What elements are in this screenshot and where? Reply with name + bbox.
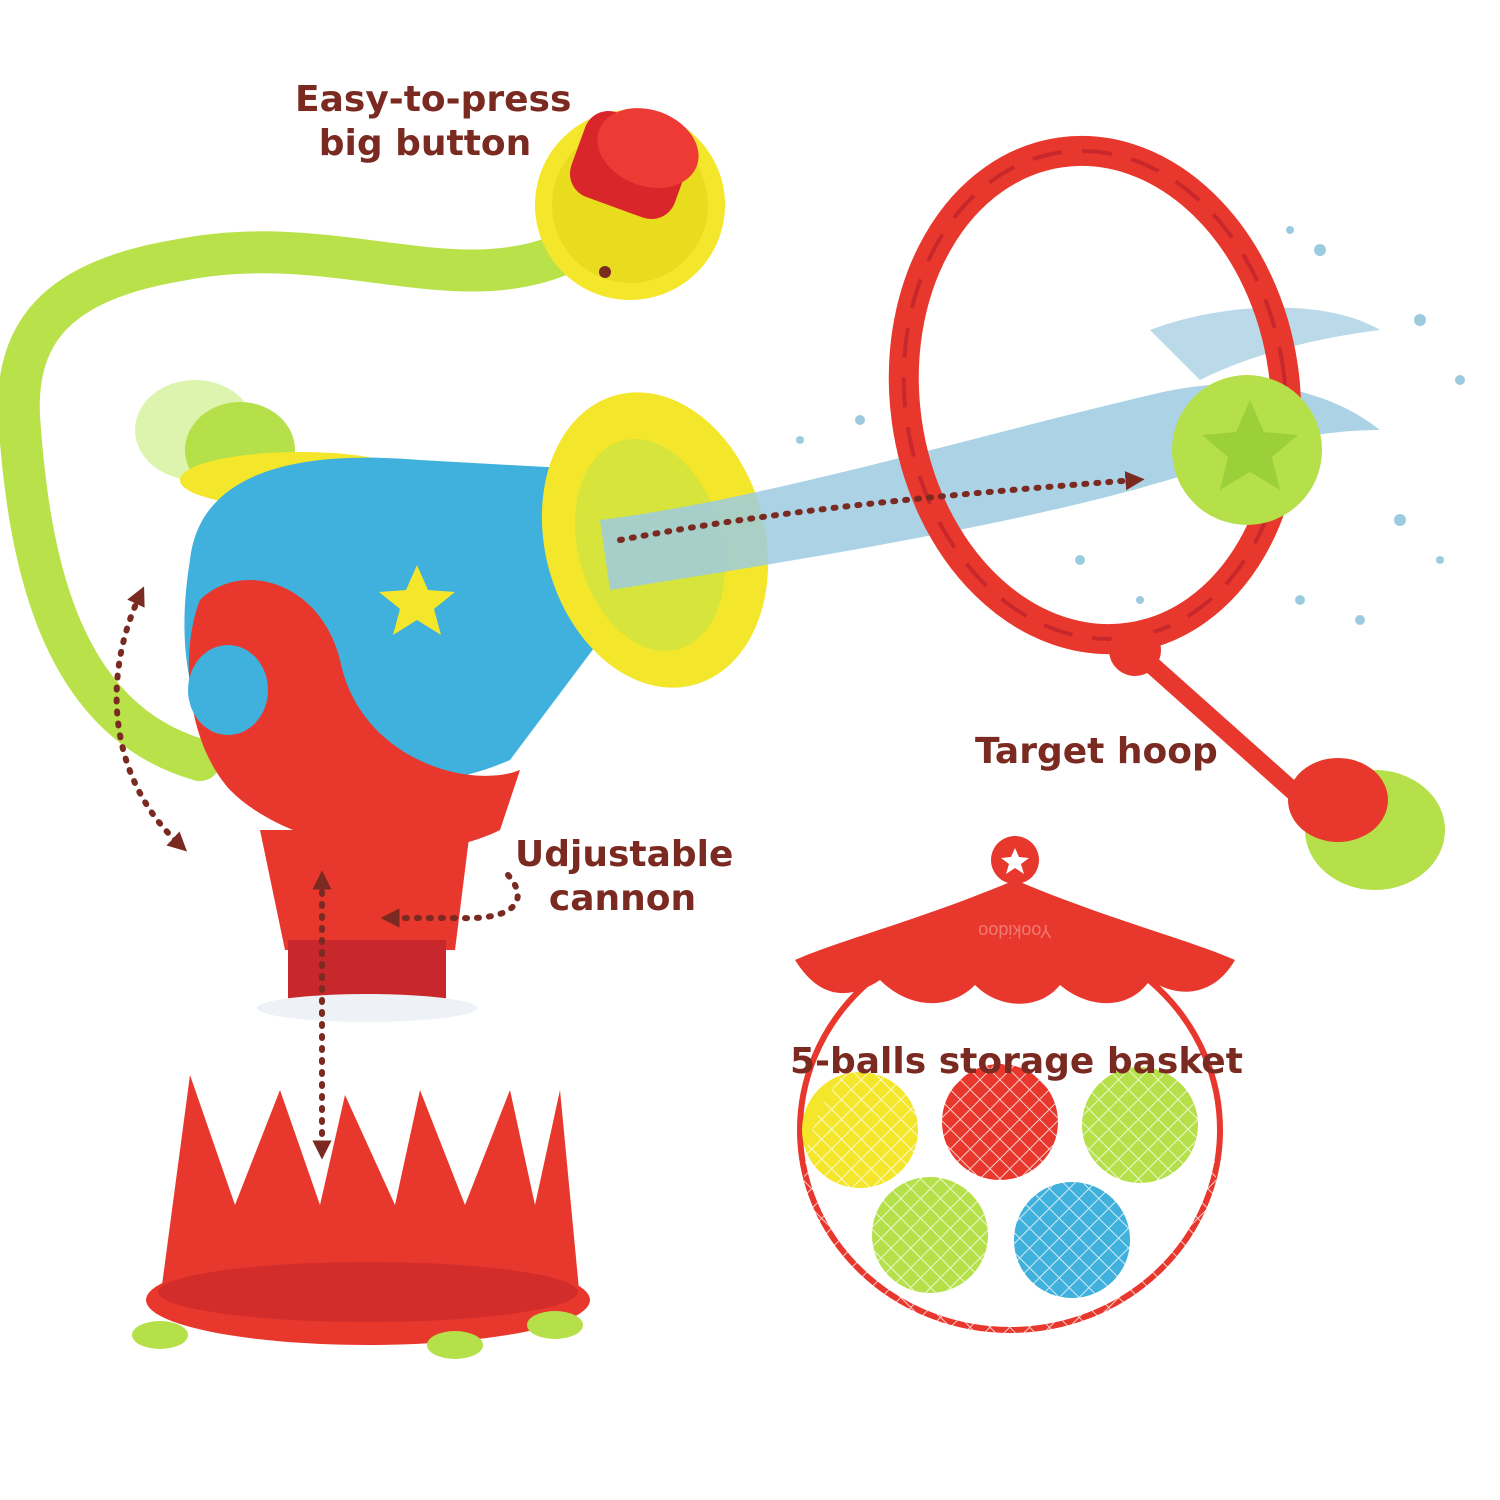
- button-label: Easy-to-press big button: [295, 79, 572, 164]
- cannon-stand: [132, 1075, 590, 1359]
- cannon-label: Udjustable cannon: [515, 834, 734, 919]
- water-jet: [600, 226, 1465, 625]
- water-hose: [0, 231, 581, 781]
- hoop-label: Target hoop: [975, 731, 1218, 772]
- storage-basket: Yookidoo: [795, 836, 1235, 1360]
- target-hoop: [888, 135, 1445, 890]
- basket-label: 5-balls storage basket: [790, 1041, 1243, 1082]
- cannon: [135, 380, 769, 1022]
- annotation-arrows: [113, 471, 1145, 1160]
- cannon-pointer-arrow: [380, 872, 521, 928]
- basket-brand-logo: Yookidoo: [978, 921, 1051, 941]
- press-button: [535, 108, 725, 300]
- tilt-arrow: [113, 586, 188, 852]
